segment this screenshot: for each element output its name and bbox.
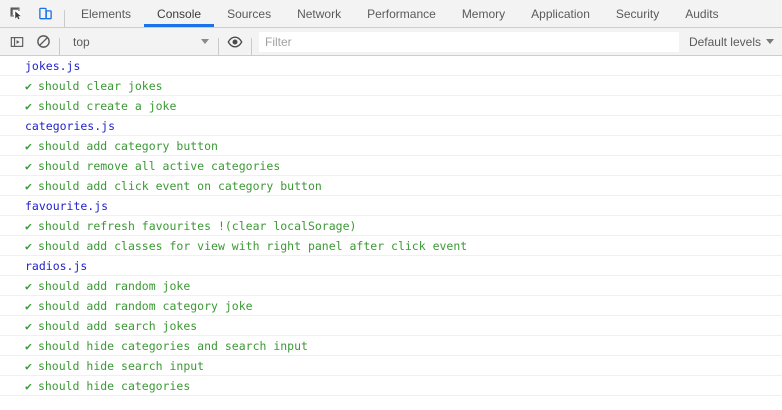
check-icon: ✔ bbox=[25, 239, 32, 253]
console-message-text: should refresh favourites !(clear localS… bbox=[37, 219, 357, 233]
console-sidebar-icon-glyph bbox=[10, 36, 24, 47]
check-icon: ✔ bbox=[25, 159, 32, 173]
console-test-row[interactable]: ✔ should remove all active categories bbox=[0, 156, 782, 176]
tab-performance[interactable]: Performance bbox=[354, 0, 449, 27]
eye-icon[interactable] bbox=[222, 29, 248, 55]
panel-tabs: Elements Console Sources Network Perform… bbox=[68, 0, 782, 27]
tab-audits[interactable]: Audits bbox=[672, 0, 731, 27]
filterbar-divider-2 bbox=[218, 38, 219, 55]
devtools-tabbar: Elements Console Sources Network Perform… bbox=[0, 0, 782, 28]
console-test-row[interactable]: ✔ should add random joke bbox=[0, 276, 782, 296]
console-message-text: should clear jokes bbox=[37, 79, 163, 93]
tab-sources[interactable]: Sources bbox=[214, 0, 284, 27]
console-test-row[interactable]: ✔ should hide categories bbox=[0, 376, 782, 396]
console-test-row[interactable]: ✔ should hide categories and search input bbox=[0, 336, 782, 356]
eye-icon-glyph bbox=[227, 36, 243, 47]
console-message-text: should hide categories and search input bbox=[37, 339, 308, 353]
console-sidebar-icon[interactable] bbox=[4, 29, 30, 55]
console-message-list[interactable]: jokes.js ✔ should clear jokes ✔ should creat… bbox=[0, 56, 782, 409]
console-suite-row[interactable]: radios.js bbox=[0, 256, 782, 276]
console-test-row[interactable]: ✔ should refresh favourites !(clear local… bbox=[0, 216, 782, 236]
tab-sources-label: Sources bbox=[227, 6, 272, 21]
console-test-row[interactable]: ✔ should hide search input bbox=[0, 356, 782, 376]
console-test-row[interactable]: ✔ should create a joke bbox=[0, 96, 782, 116]
device-toolbar-icon-glyph bbox=[38, 7, 52, 20]
tab-audits-label: Audits bbox=[685, 6, 719, 21]
console-message-text: should add click event on category butto… bbox=[37, 179, 322, 193]
console-message-text: categories.js bbox=[25, 119, 116, 133]
tab-elements-label: Elements bbox=[81, 6, 132, 21]
console-message-text: should add search jokes bbox=[37, 319, 198, 333]
check-icon: ✔ bbox=[25, 339, 32, 353]
console-filter-bar: top Default levels bbox=[0, 28, 782, 56]
device-toolbar-icon[interactable] bbox=[32, 1, 58, 27]
tab-network[interactable]: Network bbox=[284, 0, 354, 27]
log-levels-dropdown[interactable]: Default levels bbox=[679, 35, 782, 49]
console-message-text: should add category button bbox=[37, 139, 218, 153]
tab-application[interactable]: Application bbox=[518, 0, 603, 27]
check-icon: ✔ bbox=[25, 179, 32, 193]
check-icon: ✔ bbox=[25, 79, 32, 93]
console-message-text: should create a joke bbox=[37, 99, 177, 113]
check-icon: ✔ bbox=[25, 139, 32, 153]
tab-console[interactable]: Console bbox=[144, 0, 215, 27]
tab-memory-label: Memory bbox=[461, 6, 506, 21]
check-icon: ✔ bbox=[25, 279, 32, 293]
console-message-text: radios.js bbox=[25, 259, 88, 273]
filterbar-divider-1 bbox=[59, 38, 60, 55]
tabbar-icon-group bbox=[0, 0, 61, 27]
log-levels-label: Default levels bbox=[688, 34, 761, 49]
console-message-text: should add random category joke bbox=[37, 299, 253, 313]
console-message-text: should add random joke bbox=[37, 279, 191, 293]
console-test-row[interactable]: ✔ should add click event on category butt… bbox=[0, 176, 782, 196]
console-message-text: should hide categories bbox=[37, 379, 191, 393]
execution-context-label: top bbox=[73, 34, 90, 49]
console-suite-row[interactable]: favourite.js bbox=[0, 196, 782, 216]
check-icon: ✔ bbox=[25, 299, 32, 313]
console-message-text: jokes.js bbox=[25, 59, 81, 73]
clear-console-icon-glyph bbox=[36, 35, 50, 48]
filterbar-divider-3 bbox=[251, 38, 252, 55]
check-icon: ✔ bbox=[25, 379, 32, 393]
console-message-text: favourite.js bbox=[25, 199, 109, 213]
console-message-text: should remove all active categories bbox=[37, 159, 281, 173]
console-message-text: should hide search input bbox=[37, 359, 205, 373]
tab-security-label: Security bbox=[615, 6, 660, 21]
chevron-down-icon bbox=[766, 39, 774, 44]
chevron-down-icon bbox=[201, 39, 209, 44]
check-icon: ✔ bbox=[25, 319, 32, 333]
check-icon: ✔ bbox=[25, 359, 32, 373]
tabbar-divider bbox=[64, 10, 65, 27]
console-suite-row[interactable]: jokes.js bbox=[0, 56, 782, 76]
inspect-element-icon-glyph bbox=[10, 6, 21, 19]
clear-console-icon[interactable] bbox=[30, 29, 56, 55]
tab-console-label: Console bbox=[157, 6, 202, 21]
console-test-row[interactable]: ✔ should add search jokes bbox=[0, 316, 782, 336]
console-test-row[interactable]: ✔ should add category button bbox=[0, 136, 782, 156]
console-message-text: should add classes for view with right p… bbox=[37, 239, 468, 253]
console-suite-row[interactable]: categories.js bbox=[0, 116, 782, 136]
tab-elements[interactable]: Elements bbox=[68, 0, 144, 27]
tab-security[interactable]: Security bbox=[603, 0, 672, 27]
tab-performance-label: Performance bbox=[367, 6, 436, 21]
tab-memory[interactable]: Memory bbox=[449, 0, 518, 27]
tab-application-label: Application bbox=[531, 6, 590, 21]
console-test-row[interactable]: ✔ should add classes for view with right … bbox=[0, 236, 782, 256]
check-icon: ✔ bbox=[25, 99, 32, 113]
tab-network-label: Network bbox=[297, 6, 342, 21]
filter-input[interactable] bbox=[259, 31, 679, 52]
console-test-row[interactable]: ✔ should clear jokes bbox=[0, 76, 782, 96]
check-icon: ✔ bbox=[25, 219, 32, 233]
console-test-row[interactable]: ✔ should add random category joke bbox=[0, 296, 782, 316]
inspect-element-icon[interactable] bbox=[4, 1, 30, 27]
execution-context-selector[interactable]: top bbox=[63, 29, 215, 55]
